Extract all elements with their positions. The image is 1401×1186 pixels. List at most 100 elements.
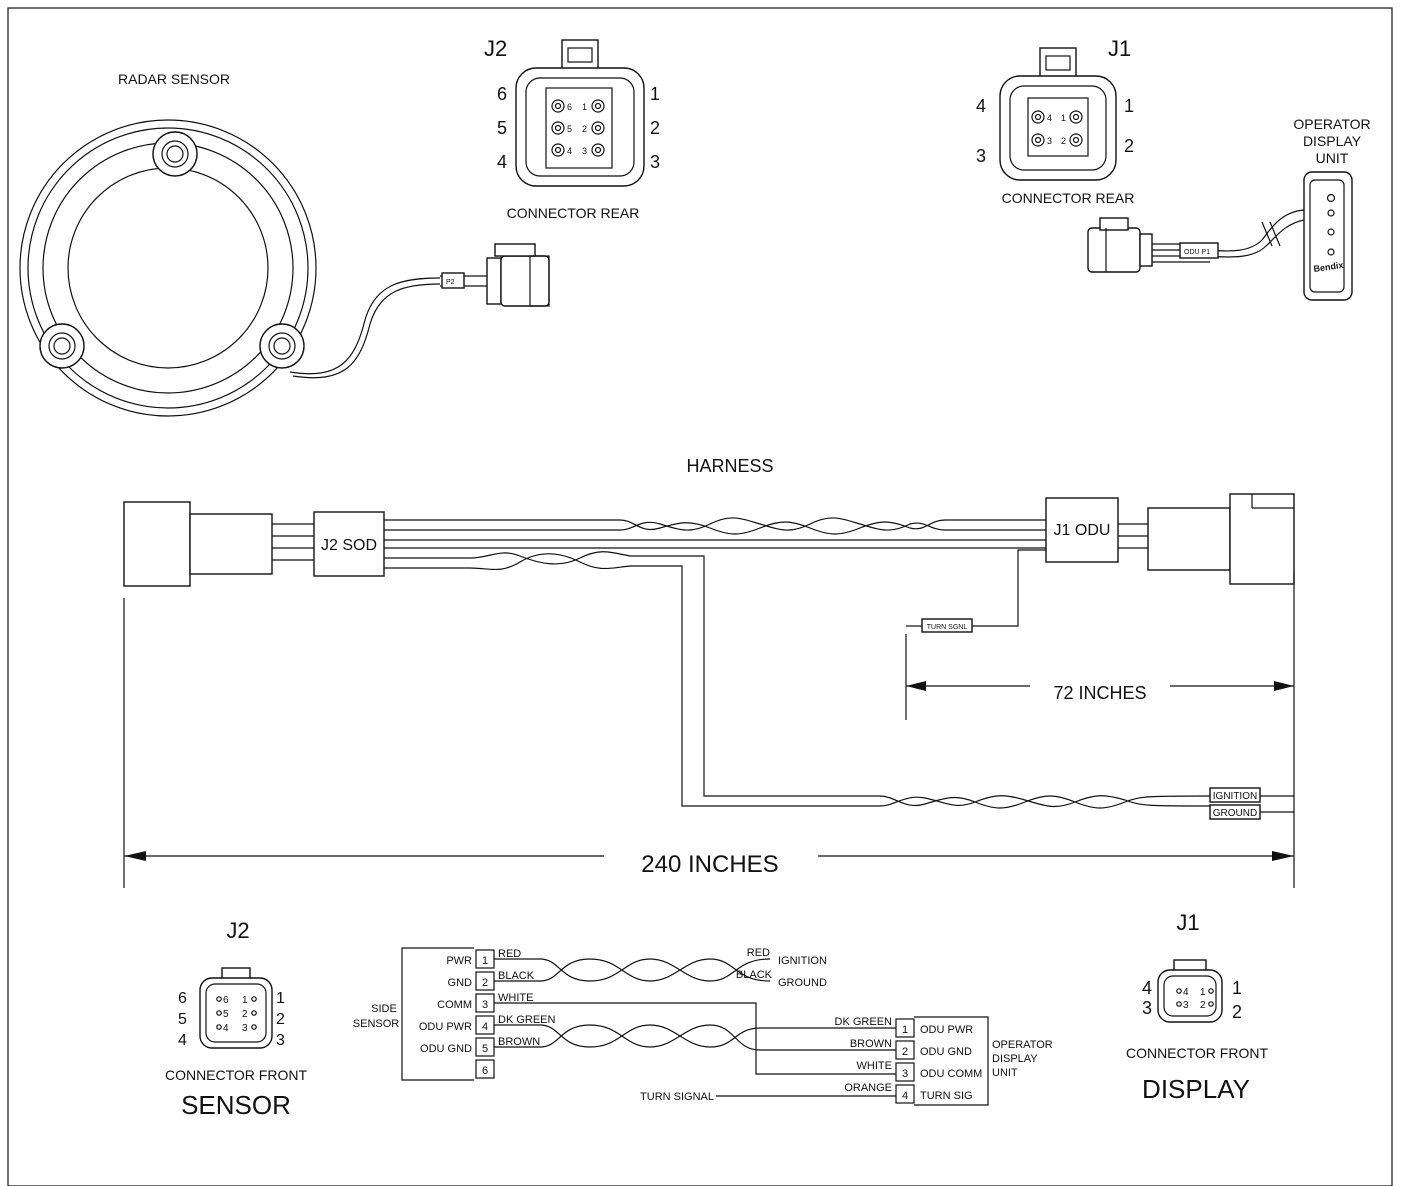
- j2-sod-label-box: [313, 511, 385, 577]
- sensor-pin-name-5: ODU GND: [420, 1043, 472, 1055]
- sensor-pin-1: 1: [482, 955, 488, 967]
- j2-front-name: SENSOR: [181, 1090, 291, 1120]
- sensor-wire-2: BLACK: [498, 970, 535, 982]
- odu-schematic-label-3: UNIT: [992, 1067, 1018, 1079]
- harness-left-connector: [123, 501, 314, 587]
- j2-front-right-2: 2: [276, 1011, 285, 1028]
- odu-plug-label: ODU P1: [1184, 249, 1210, 256]
- j2-rear-inner-6: 6: [567, 102, 572, 112]
- j1-rear-right-num-2: 2: [1124, 136, 1134, 156]
- ign-label: IGNITION: [778, 955, 827, 967]
- j1-rear-left-num-4: 4: [976, 96, 986, 116]
- j1-connector-rear: J1 4 3 1 2 4 3 1 2 CONNECTOR REAR: [976, 36, 1134, 206]
- j2-rear-right-num-3: 3: [650, 152, 660, 172]
- sensor-pin-5: 5: [482, 1043, 488, 1055]
- dimension-240: 240 INCHES: [124, 851, 1294, 878]
- j2-rear-pins: [551, 99, 605, 157]
- odu-title-1: OPERATOR: [1293, 116, 1370, 132]
- j2-connector-front: J2 6 5 4 1 2 3 6 5 4 1 2 3 CONNECTOR FRO…: [165, 918, 308, 1120]
- j2-rear-left-num-4: 4: [497, 152, 507, 172]
- j2-sod-label: J2 SOD: [321, 537, 377, 554]
- j1-rear-caption: CONNECTOR REAR: [1002, 190, 1135, 206]
- j1-front-inner-1: 1: [1200, 987, 1206, 998]
- mount-boss-top: [152, 131, 198, 177]
- harness: HARNESS J2 SOD IGNITION GROUND: [123, 456, 1295, 888]
- j1-front-inner-3: 3: [1183, 1000, 1189, 1011]
- odu-pin-name-3: ODU COMM: [920, 1068, 982, 1080]
- j2-rear-right-num-2: 2: [650, 118, 660, 138]
- turn-signal-label: TURN SIGNAL: [640, 1091, 714, 1103]
- j1-front-caption: CONNECTOR FRONT: [1126, 1045, 1269, 1061]
- j2-rear-inner-4: 4: [567, 146, 572, 156]
- j2-rear-inner-2: 2: [582, 124, 587, 134]
- j2-front-left-4: 4: [178, 1032, 187, 1049]
- j1-front-right-1: 1: [1232, 978, 1242, 998]
- odu-pin-4: 4: [902, 1090, 908, 1102]
- harness-title: HARNESS: [686, 456, 773, 476]
- dimension-72-label: 72 INCHES: [1053, 683, 1146, 703]
- j2-front-left-5: 5: [178, 1011, 187, 1028]
- odu-schematic-label-2: DISPLAY: [992, 1053, 1038, 1065]
- odu-title-2: DISPLAY: [1303, 133, 1362, 149]
- side-sensor-label-2: SENSOR: [353, 1018, 400, 1030]
- j1-front-left-3: 3: [1142, 998, 1152, 1018]
- ign-wire-color: RED: [747, 947, 770, 959]
- odu-pin-3: 3: [902, 1068, 908, 1080]
- operator-display-unit: OPERATOR DISPLAY UNIT Bendix ODU P1: [1087, 116, 1371, 301]
- j2-front-right-1: 1: [276, 990, 285, 1007]
- j1-odu-label: J1 ODU: [1054, 522, 1111, 539]
- odu-wire-1: DK GREEN: [835, 1016, 893, 1028]
- sensor-pin-name-1: PWR: [446, 955, 472, 967]
- odu-pin-name-2: ODU GND: [920, 1046, 972, 1058]
- j2-front-inner-3: 3: [242, 1023, 248, 1034]
- odu-wire-3: WHITE: [857, 1060, 892, 1072]
- j2-rear-caption: CONNECTOR REAR: [507, 205, 640, 221]
- odu-pin-1: 1: [902, 1024, 908, 1036]
- sensor-pin-3: 3: [482, 999, 488, 1011]
- radar-plug-label: P2: [446, 279, 455, 286]
- sensor-wire-4: DK GREEN: [498, 1014, 556, 1026]
- j1-connector-front: J1 4 3 1 2 4 3 1 2 CONNECTOR FRONT DISPL…: [1126, 910, 1269, 1104]
- radar-plug: [486, 243, 550, 307]
- odu-pin-name-4: TURN SIG: [920, 1090, 973, 1102]
- odu-pin-name-1: ODU PWR: [920, 1024, 973, 1036]
- j2-rear-inner-5: 5: [567, 124, 572, 134]
- j1-rear-inner-2: 2: [1061, 136, 1066, 146]
- j2-front-inner-6: 6: [223, 995, 229, 1006]
- j1-rear-inner-3: 3: [1047, 136, 1052, 146]
- odu-schematic-label-1: OPERATOR: [992, 1039, 1053, 1051]
- j1-rear-right-num-1: 1: [1124, 96, 1134, 116]
- j1-front-name: DISPLAY: [1142, 1074, 1250, 1104]
- odu-wire-4: ORANGE: [844, 1082, 892, 1094]
- radar-sensor-title: RADAR SENSOR: [118, 71, 230, 87]
- j1-rear-inner-1: 1: [1061, 113, 1066, 123]
- j2-front-inner-4: 4: [223, 1023, 229, 1034]
- j2-front-caption: CONNECTOR FRONT: [165, 1067, 308, 1083]
- sensor-pin-2: 2: [482, 977, 488, 989]
- dimension-72: 72 INCHES: [906, 681, 1294, 703]
- dimension-240-label: 240 INCHES: [641, 851, 778, 878]
- radar-sensor: RADAR SENSOR P2: [19, 71, 550, 417]
- j2-connector-rear: J2 6 5 4 1 2 3 6 5 4 1 2 3 CONNECTOR REA…: [484, 36, 660, 221]
- sensor-wire-3: WHITE: [498, 992, 533, 1004]
- j2-front-left-6: 6: [178, 990, 187, 1007]
- harness-ignition-label: IGNITION: [1213, 791, 1257, 802]
- sensor-wire-1: RED: [498, 948, 521, 960]
- j2-rear-left-num-5: 5: [497, 118, 507, 138]
- j2-front-inner-2: 2: [242, 1009, 248, 1020]
- odu-title-3: UNIT: [1316, 150, 1349, 166]
- j1-rear-pins: [1031, 110, 1083, 147]
- wiring-schematic: SIDE SENSOR 1 2 3 4 5 6 PWR GND COMM ODU…: [353, 947, 1053, 1106]
- harness-right-connector: [1147, 493, 1295, 585]
- mount-boss-left: [39, 323, 85, 369]
- j1-odu-label-box: [1045, 497, 1119, 563]
- drawing-border: [7, 7, 1393, 1186]
- j1-rear-left-num-3: 3: [976, 146, 986, 166]
- gnd-label: GROUND: [778, 977, 827, 989]
- j1-front-left-4: 4: [1142, 978, 1152, 998]
- j2-front-right-3: 3: [276, 1032, 285, 1049]
- odu-brand: Bendix: [1313, 260, 1344, 274]
- side-sensor-label-1: SIDE: [371, 1003, 397, 1015]
- sensor-pin-name-2: GND: [448, 977, 473, 989]
